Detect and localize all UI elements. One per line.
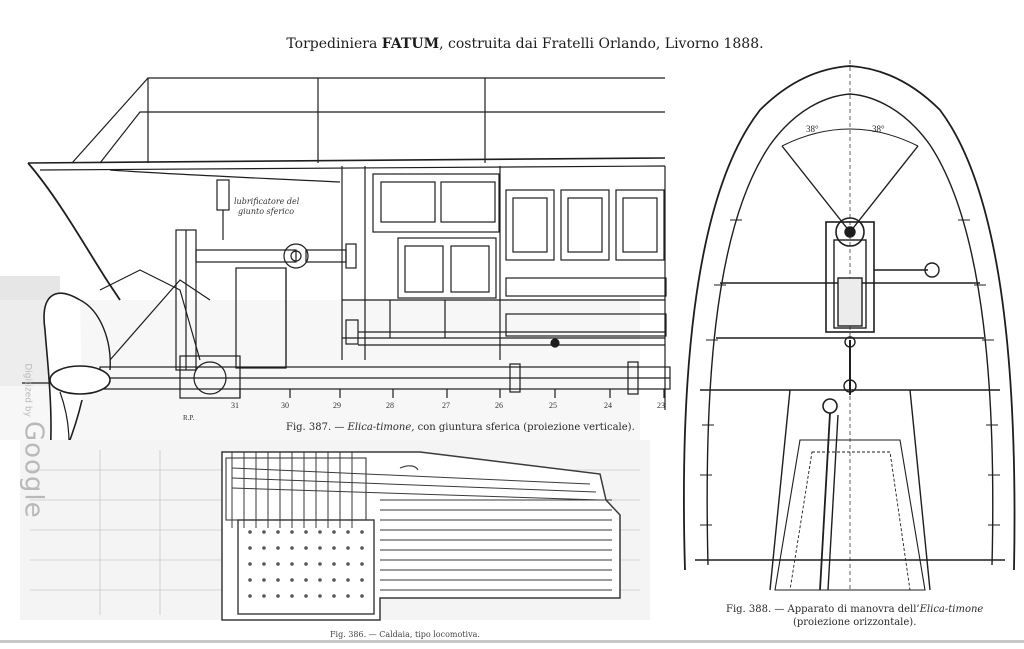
rp-label: R.P. (183, 414, 195, 422)
fig388-angles: 38° 38° (806, 124, 885, 134)
fig387-number: Fig. 387. — (286, 422, 345, 433)
fig388-caption-prefix: Fig. 388. — Apparato di manovra dell’ (726, 604, 920, 615)
fig388-caption: Fig. 388. — Apparato di manovra dell’Eli… (726, 603, 983, 629)
watermark-google-text: Google (18, 420, 49, 519)
fig388-subject: Elica-timone (919, 604, 984, 615)
frame-number: 26 (495, 401, 503, 410)
title-vessel-name: FATUM (381, 36, 440, 52)
title-prefix: Torpediniera (286, 36, 382, 52)
frame-number: 23 (657, 401, 665, 410)
fig388-caption-line1: Fig. 388. — Apparato di manovra dell’Eli… (726, 603, 983, 616)
frame-number: 31 (231, 401, 239, 410)
frame-number: 25 (549, 401, 557, 410)
frame-number: 30 (281, 401, 289, 410)
frame-number: 28 (386, 401, 394, 410)
annotation-line: lubrificatore del (234, 197, 300, 206)
page-title: Torpediniera FATUM, costruita dai Fratel… (0, 36, 1024, 52)
firebox-stays (248, 530, 364, 598)
lubricator-annotation: lubrificatore del giunto sferico (234, 197, 300, 216)
fig386-caption: Fig. 386. — Caldaia, tipo locomotiva. (330, 630, 480, 639)
fig387-caption: Fig. 387. — Elica-timone, con giuntura s… (286, 422, 635, 433)
angle-left-label: 38° (806, 124, 819, 134)
title-suffix: , costruita dai Fratelli Orlando, Livorn… (439, 36, 764, 52)
fig387-subject: Elica-timone, (347, 422, 415, 433)
fig387-drawing (0, 77, 671, 488)
fig387-frame-numbers: 31 30 29 28 27 26 25 24 23 R.P. (183, 401, 665, 422)
frame-number: 27 (442, 401, 450, 410)
digitized-watermark: Digitized by Google (19, 363, 49, 518)
fig386-drawing (20, 440, 650, 621)
page-bottom-edge (0, 640, 1024, 643)
fig387-frame-ticks (239, 389, 665, 398)
fig388-drawing (683, 60, 1016, 591)
frame-number: 29 (333, 401, 341, 410)
annotation-line: giunto sferico (238, 207, 294, 216)
fig387-description: con giuntura sferica (proiezione vertica… (414, 422, 635, 433)
watermark-small-text: Digitized by (22, 363, 33, 417)
fig388-caption-line2: (proiezione orizzontale). (792, 617, 917, 628)
frame-number: 24 (604, 401, 612, 410)
angle-right-label: 38° (872, 124, 885, 134)
